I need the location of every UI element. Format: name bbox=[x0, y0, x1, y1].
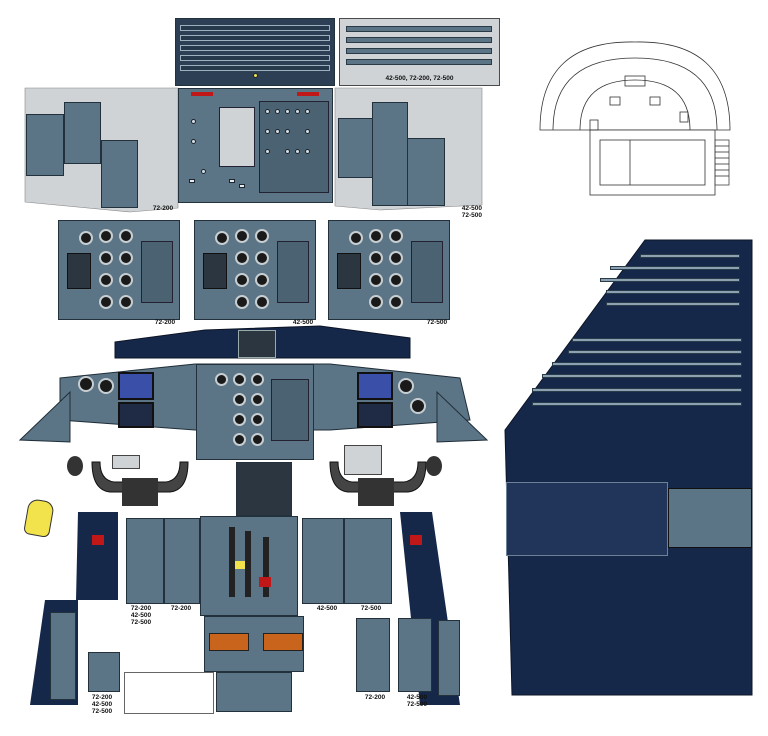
power-lever-panel-d bbox=[344, 518, 392, 604]
cb-row bbox=[180, 35, 330, 41]
overhead-right-sub-c bbox=[407, 138, 445, 206]
right-side-sub-b bbox=[398, 618, 432, 692]
nd-right bbox=[357, 402, 393, 428]
warning-button bbox=[410, 535, 422, 545]
throttle-knob bbox=[235, 561, 245, 569]
instrument-panel-variant-c bbox=[328, 220, 450, 320]
overhead-switch-block bbox=[259, 101, 329, 193]
standby-gauge bbox=[398, 378, 414, 394]
overhead-circuit-breaker-panel bbox=[175, 18, 335, 86]
pedestal-upper bbox=[200, 516, 298, 616]
annunciator-panel-left bbox=[112, 455, 140, 469]
overhead-variant-label: 42-500, 72-200, 72-500 bbox=[385, 75, 454, 82]
overhead-right-label-b: 72-500 bbox=[461, 212, 482, 219]
standby-gauge bbox=[410, 398, 426, 414]
document-placard bbox=[124, 672, 214, 714]
small-panel bbox=[88, 652, 120, 692]
pedestal-bottom bbox=[216, 672, 292, 712]
pedestal-left-label-2: 72-200 bbox=[170, 605, 192, 612]
center-display bbox=[236, 462, 292, 516]
right-side-console-panel bbox=[438, 620, 460, 696]
overhead-right-label-a: 42-500 bbox=[461, 205, 482, 212]
instrument-panel-variant-b bbox=[194, 220, 316, 320]
lever-icon bbox=[229, 527, 235, 597]
left-side-console bbox=[76, 512, 118, 600]
annunciator-panel bbox=[344, 445, 382, 475]
side-right-label-2: 42-500 72-500 bbox=[406, 694, 428, 708]
cb-row bbox=[180, 65, 330, 71]
overhead-center-panel bbox=[178, 88, 333, 203]
overhead-left-sub-c bbox=[101, 140, 138, 208]
pedestal-lower bbox=[204, 616, 304, 672]
small-panel-label: 72-200 42-500 72-500 bbox=[91, 694, 113, 715]
variant-row bbox=[346, 26, 492, 32]
overhead-right-sub-a bbox=[338, 118, 374, 178]
lever-icon bbox=[245, 531, 251, 597]
overhead-left-sub-a bbox=[26, 114, 64, 176]
warning-button bbox=[92, 535, 104, 545]
cb-row bbox=[180, 25, 330, 31]
standby-gauge bbox=[98, 378, 114, 394]
standby-gauge bbox=[78, 376, 94, 392]
instrument-variant-label-a: 72-200 bbox=[154, 319, 176, 326]
side-wing-left bbox=[18, 390, 71, 443]
lever-icon bbox=[263, 537, 269, 597]
fire-handle bbox=[259, 577, 271, 587]
nd-left bbox=[118, 402, 154, 428]
pedestal-right-label-2: 72-500 bbox=[360, 605, 382, 612]
indicator-light bbox=[253, 73, 258, 78]
variant-row bbox=[346, 37, 492, 43]
power-lever-panel-c bbox=[302, 518, 344, 604]
variant-row bbox=[346, 59, 492, 65]
overhead-variant-panel: 42-500, 72-200, 72-500 bbox=[339, 18, 500, 86]
glareshield-display bbox=[238, 330, 276, 358]
right-side-sub-a bbox=[356, 618, 390, 692]
overhead-placard bbox=[219, 107, 255, 167]
pedestal-left-label: 72-200 42-500 72-500 bbox=[130, 605, 152, 626]
instrument-panel-variant-a bbox=[58, 220, 180, 320]
instrument-variant-label-b: 42-500 bbox=[292, 319, 314, 326]
cb-row-group bbox=[540, 254, 740, 314]
left-side-sub-panel bbox=[50, 612, 76, 700]
side-wing-right bbox=[436, 390, 489, 443]
warning-light bbox=[297, 92, 319, 96]
lower-cb-panel bbox=[506, 482, 668, 556]
power-lever-panel-a bbox=[126, 518, 164, 604]
pfd-left bbox=[118, 372, 154, 400]
warning-light bbox=[191, 92, 213, 96]
cb-row bbox=[180, 45, 330, 51]
side-right-label-1: 72-200 bbox=[364, 694, 386, 701]
pfd-right bbox=[357, 372, 393, 400]
power-lever-panel-b bbox=[164, 518, 200, 604]
overhead-left-label: 72-200 bbox=[152, 205, 174, 212]
instrument-variant-label-c: 72-500 bbox=[426, 319, 448, 326]
overhead-left-sub-b bbox=[64, 102, 101, 164]
cb-row bbox=[180, 55, 330, 61]
cb-row-group bbox=[532, 338, 742, 418]
lower-cb-panel-right bbox=[668, 488, 752, 548]
pedestal-right-label-1: 42-500 bbox=[316, 605, 338, 612]
variant-row bbox=[346, 48, 492, 54]
engine-instrument-cluster bbox=[196, 364, 314, 460]
